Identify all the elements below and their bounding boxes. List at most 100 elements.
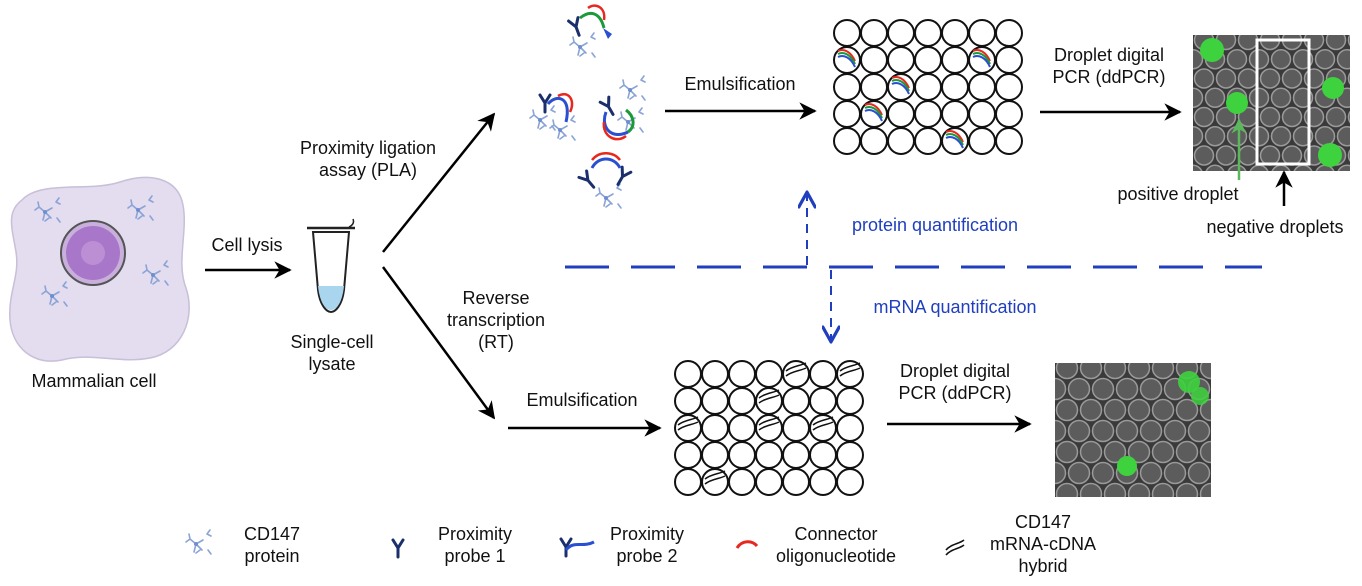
droplet [887, 46, 915, 74]
cell-lysis-label: Cell lysis [211, 235, 283, 255]
mrna-quantification-label: mRNA quantification [873, 297, 1037, 317]
positive-droplet [1318, 143, 1342, 167]
cd147-protein-icon [185, 529, 212, 555]
droplet [782, 387, 810, 415]
droplet [674, 360, 702, 388]
droplet [995, 19, 1023, 47]
droplet [914, 73, 942, 101]
mrna-cdna-hybrid-icon [945, 539, 965, 556]
droplet [782, 360, 810, 388]
droplet [728, 468, 756, 496]
droplet [782, 414, 810, 442]
droplet [809, 414, 837, 442]
droplet [728, 387, 756, 415]
droplet [887, 100, 915, 128]
droplet [755, 360, 783, 388]
droplet [914, 127, 942, 155]
pla-branch-arrow [382, 112, 496, 253]
droplet [941, 46, 969, 74]
mammalian-cell-illustration [9, 176, 190, 362]
connector-oligonucleotide-icon [735, 540, 759, 549]
droplet [941, 73, 969, 101]
droplet [809, 468, 837, 496]
droplet [755, 387, 783, 415]
droplet [995, 127, 1023, 155]
protein-quantification-label: protein quantification [851, 215, 1019, 235]
droplet [968, 73, 996, 101]
droplet [914, 19, 942, 47]
droplet [860, 127, 888, 155]
droplet [941, 100, 969, 128]
droplet [836, 468, 864, 496]
droplet [701, 387, 729, 415]
droplet [860, 19, 888, 47]
positive-droplet-label: positive droplet [1117, 184, 1239, 204]
droplet-grid-top [833, 19, 1023, 155]
droplet [860, 46, 888, 74]
ddpcr-micrograph-bottom [1055, 363, 1211, 497]
rt-branch-arrow [381, 266, 496, 420]
positive-droplet [1322, 77, 1344, 99]
droplet [701, 360, 729, 388]
droplet [809, 360, 837, 388]
droplet [755, 468, 783, 496]
droplet [860, 73, 888, 101]
droplet [887, 19, 915, 47]
droplet [728, 441, 756, 469]
emulsification-top-label: Emulsification [684, 74, 796, 94]
droplet [836, 360, 864, 388]
droplet [674, 441, 702, 469]
droplet [833, 73, 861, 101]
pla-probe-cluster [529, 4, 646, 209]
positive-droplet [1117, 456, 1137, 476]
droplet [755, 441, 783, 469]
droplet [755, 414, 783, 442]
droplet [995, 46, 1023, 74]
mammalian-cell-label: Mammalian cell [31, 371, 157, 391]
droplet [995, 73, 1023, 101]
droplet [914, 46, 942, 74]
positive-droplet [1200, 38, 1224, 62]
droplet [833, 100, 861, 128]
droplet [782, 468, 810, 496]
droplet [968, 127, 996, 155]
droplet [728, 360, 756, 388]
droplet [701, 414, 729, 442]
droplet [887, 127, 915, 155]
droplet-grid-bottom [674, 360, 864, 496]
droplet [995, 100, 1023, 128]
droplet [836, 441, 864, 469]
droplet [836, 414, 864, 442]
droplet [968, 19, 996, 47]
droplet [674, 414, 702, 442]
lysate-tube [307, 218, 355, 314]
positive-droplet [1226, 92, 1248, 114]
proximity-probe-1-icon [391, 538, 405, 559]
droplet [674, 468, 702, 496]
droplet [968, 100, 996, 128]
positive-droplet [1178, 371, 1200, 393]
droplet [833, 127, 861, 155]
droplet [701, 441, 729, 469]
droplet [941, 19, 969, 47]
droplet [782, 441, 810, 469]
proximity-probe-2-icon [559, 537, 595, 558]
droplet [833, 19, 861, 47]
droplet [914, 100, 942, 128]
emulsification-bottom-label: Emulsification [526, 390, 638, 410]
droplet [728, 414, 756, 442]
negative-droplets-label: negative droplets [1206, 217, 1344, 237]
droplet [809, 441, 837, 469]
ddpcr-micrograph-top [1193, 35, 1350, 171]
